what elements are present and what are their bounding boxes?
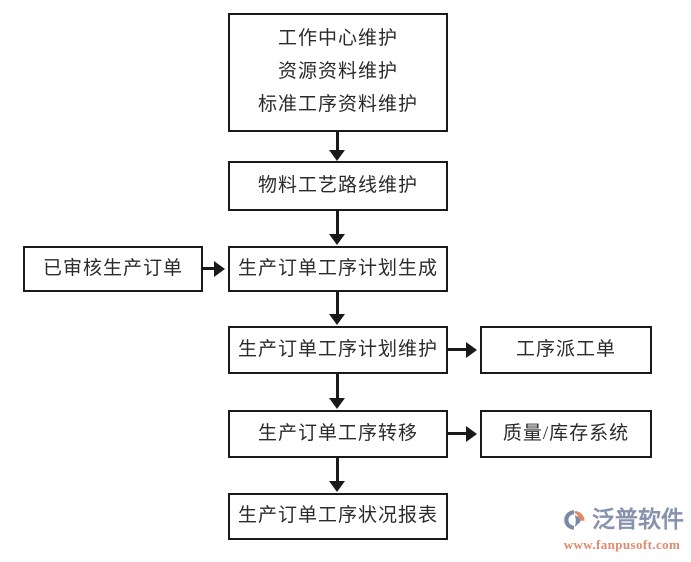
node-dispatch-order-label: 工序派工单	[515, 338, 616, 360]
node-basic-data-line-2: 资源资料维护	[277, 61, 398, 83]
arrow-right-icon-plan-generate	[214, 261, 225, 277]
node-basic-data-line-3: 标准工序资料维护	[257, 93, 418, 115]
connector-plan-generate-to-plan-maintain	[336, 292, 339, 315]
connector-plan-maintain-to-dispatch-order	[448, 348, 467, 351]
arrow-down-icon-plan-maintain	[329, 314, 345, 325]
node-approved-production-order[interactable]: 已审核生产订单	[23, 246, 203, 292]
connector-basic-data-to-routing	[336, 132, 339, 151]
arrow-down-icon-routing	[329, 150, 345, 161]
watermark-url: www.fanpusoft.com	[563, 536, 681, 552]
node-basic-data[interactable]: 工作中心维护 资源资料维护 标准工序资料维护	[228, 13, 448, 132]
arrow-down-icon-plan-generate	[329, 234, 345, 245]
node-transfer-label: 生产订单工序转移	[257, 422, 418, 444]
node-material-routing-maintenance[interactable]: 物料工艺路线维护	[228, 161, 448, 211]
node-quality-stock-label: 质量/库存系统	[502, 422, 630, 444]
watermark-brand-name: 泛普软件	[592, 506, 684, 532]
node-approved-order-label: 已审核生产订单	[42, 257, 183, 279]
connector-transfer-to-status-report	[336, 458, 339, 482]
node-basic-data-line-1: 工作中心维护	[277, 28, 398, 50]
node-operation-transfer[interactable]: 生产订单工序转移	[228, 410, 448, 458]
connector-transfer-to-quality-stock	[448, 432, 467, 435]
arrow-down-icon-transfer	[329, 398, 345, 409]
node-quality-inventory-system[interactable]: 质量/库存系统	[480, 410, 652, 458]
arrow-down-icon-status-report	[329, 481, 345, 492]
arrow-right-icon-dispatch-order	[466, 342, 477, 358]
fanpu-logo-icon	[564, 509, 585, 530]
node-operation-plan-maintain[interactable]: 生产订单工序计划维护	[228, 326, 448, 374]
node-status-report-label: 生产订单工序状况报表	[237, 505, 438, 527]
connector-approved-order-to-plan-generate	[203, 267, 217, 270]
connector-plan-maintain-to-transfer	[336, 374, 339, 399]
connector-routing-to-plan-generate	[336, 211, 339, 235]
node-plan-maintain-label: 生产订单工序计划维护	[237, 338, 438, 360]
node-routing-label: 物料工艺路线维护	[257, 174, 418, 196]
node-operation-plan-generate[interactable]: 生产订单工序计划生成	[228, 246, 448, 292]
node-plan-generate-label: 生产订单工序计划生成	[237, 257, 438, 279]
node-operation-status-report[interactable]: 生产订单工序状况报表	[228, 493, 448, 540]
arrow-right-icon-quality-stock	[466, 426, 477, 442]
watermark-brand: 泛普软件	[560, 506, 684, 534]
node-operation-dispatch-order[interactable]: 工序派工单	[480, 326, 652, 374]
watermark: 泛普软件 www.fanpusoft.com	[556, 500, 688, 558]
